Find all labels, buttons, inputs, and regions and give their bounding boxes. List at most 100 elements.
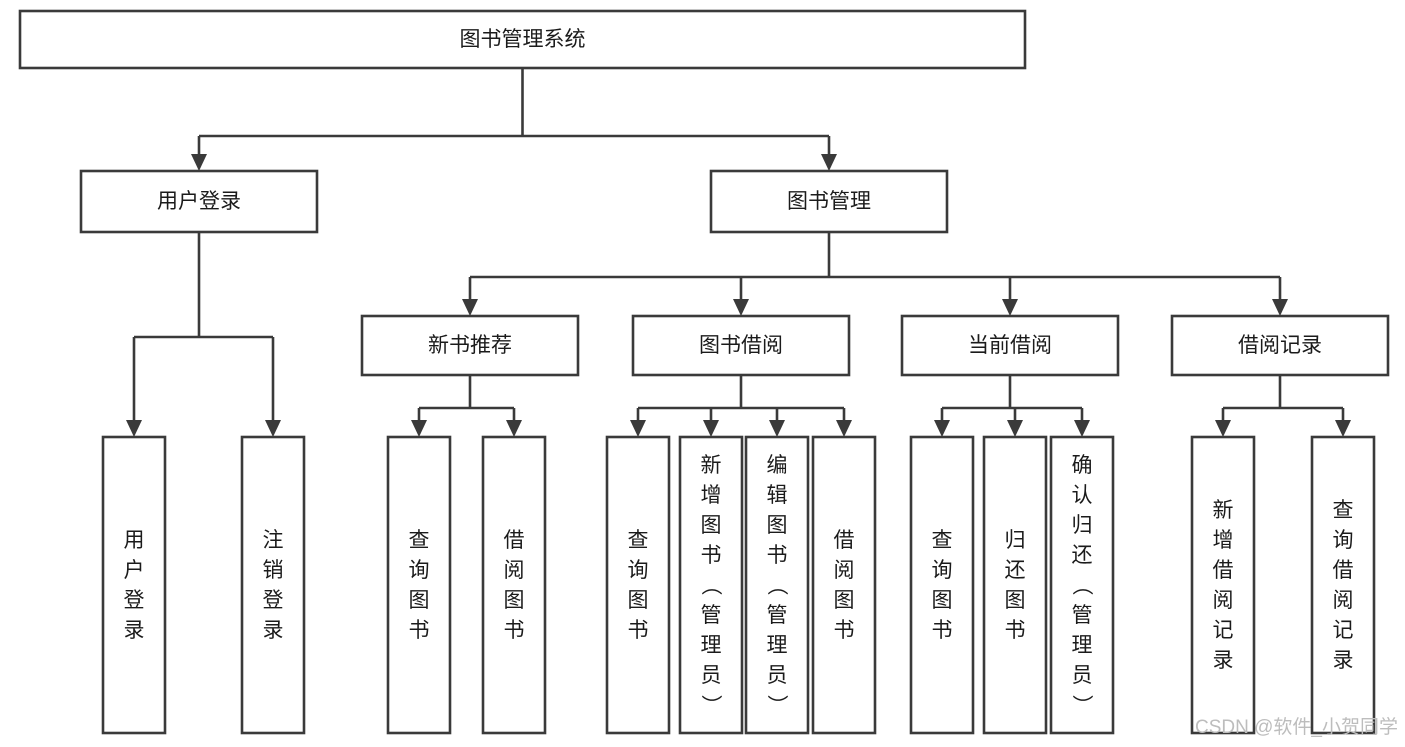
leaf-label-char: 注 <box>263 529 284 552</box>
node-l2-新书推荐[interactable]: 新书推荐 <box>360 314 580 377</box>
node-l1-图书管理[interactable]: 图书管理 <box>709 169 949 234</box>
leaf-box-rect <box>678 435 744 735</box>
leaf-label-char: 理 <box>1072 634 1093 657</box>
arrow-leaf-注销登录-1-head <box>265 420 281 437</box>
leaf-box-rect <box>386 435 452 735</box>
arrow-level2-图书借阅-head <box>733 299 749 316</box>
leaf-box-rect <box>744 435 810 735</box>
leaf-label-char: 还 <box>1072 544 1093 567</box>
arrow-leaf-查询图书-4-head <box>630 420 646 437</box>
node-l2-当前借阅[interactable]: 当前借阅 <box>900 314 1120 377</box>
leaf-label-char: （ <box>1070 575 1093 596</box>
arrow-level2-新书推荐-head <box>462 299 478 316</box>
arrow-leaf-确认归还管理员-10-head <box>1074 420 1090 437</box>
leaf-label-char: 询 <box>1333 529 1354 552</box>
leaf-label-char: 阅 <box>1333 589 1354 612</box>
leaf-label-char: 阅 <box>1213 589 1234 612</box>
leaf-label-char: 书 <box>1005 619 1026 642</box>
node-title-图书管理系统[interactable]: 图书管理系统 <box>18 9 1027 70</box>
leaf-label-char: 归 <box>1072 514 1093 537</box>
arrow-level2-借阅记录-head <box>1272 299 1288 316</box>
leaf-node-用户登录-0[interactable]: 用户登录 <box>101 435 167 735</box>
leaf-label-char: 查 <box>628 529 649 552</box>
leaf-label-char: 查 <box>409 529 430 552</box>
leaf-label-char: ） <box>1070 695 1093 716</box>
node-box-rect <box>900 314 1120 377</box>
node-label: 借阅记录 <box>1238 334 1322 357</box>
leaf-label-char: 新 <box>701 454 722 477</box>
leaf-label-char: 管 <box>1072 604 1093 627</box>
leaf-label-char: 新 <box>1213 499 1234 522</box>
leaf-label-char: （ <box>765 575 788 596</box>
leaf-label-char: 阅 <box>504 559 525 582</box>
leaf-label-char: 辑 <box>767 484 788 507</box>
arrow-leaf-借阅图书-7-head <box>836 420 852 437</box>
leaf-label-char: 借 <box>504 529 525 552</box>
leaf-label-char: 确 <box>1072 454 1093 477</box>
arrow-level2-当前借阅-head <box>1002 299 1018 316</box>
leaf-box-rect <box>811 435 877 735</box>
node-box-rect <box>79 169 319 234</box>
arrow-leaf-借阅图书-3-head <box>506 420 522 437</box>
csdn-watermark: CSDN @软件_小贺同学 <box>1195 716 1398 738</box>
leaf-box-rect <box>1190 435 1256 735</box>
node-l2-图书借阅[interactable]: 图书借阅 <box>631 314 851 377</box>
leaf-label-char: 理 <box>701 634 722 657</box>
leaf-label-char: 录 <box>124 619 145 642</box>
arrow-leaf-用户登录-0-head <box>126 420 142 437</box>
leaf-label-char: 员 <box>767 664 788 687</box>
leaf-box-rect <box>1310 435 1376 735</box>
leaf-label-char: 书 <box>701 544 722 567</box>
node-label: 用户登录 <box>157 190 241 213</box>
node-box-rect <box>18 9 1027 70</box>
leaf-label-char: 借 <box>1213 559 1234 582</box>
leaf-box-rect <box>481 435 547 735</box>
node-label: 新书推荐 <box>428 334 512 357</box>
node-box-rect <box>631 314 851 377</box>
arrow-leaf-归还图书-9-head <box>1007 420 1023 437</box>
arrow-leaf-查询图书-8-head <box>934 420 950 437</box>
leaf-label-char: 询 <box>932 559 953 582</box>
node-l1-用户登录[interactable]: 用户登录 <box>79 169 319 234</box>
leaf-label-char: 书 <box>834 619 855 642</box>
leaf-label-char: 阅 <box>834 559 855 582</box>
leaf-label-char: 图 <box>409 589 430 612</box>
leaf-label-char: 查 <box>932 529 953 552</box>
leaf-label-char: 登 <box>263 589 284 612</box>
leaf-label-char: ） <box>699 695 722 716</box>
leaf-label-char: 图 <box>767 514 788 537</box>
leaf-box-rect <box>909 435 975 735</box>
leaf-label-char: 记 <box>1333 619 1354 642</box>
arrow-leaf-新增借阅记录-11-head <box>1215 420 1231 437</box>
leaf-label-char: 书 <box>932 619 953 642</box>
leaf-label-char: 户 <box>124 559 145 582</box>
leaf-label-char: 书 <box>409 619 430 642</box>
node-label: 图书管理 <box>787 190 871 213</box>
leaf-label-char: 编 <box>767 454 788 477</box>
leaf-label-char: 借 <box>834 529 855 552</box>
leaf-label-char: 借 <box>1333 559 1354 582</box>
leaf-label-char: 增 <box>1213 529 1234 552</box>
leaf-label-char: 理 <box>767 634 788 657</box>
node-l2-借阅记录[interactable]: 借阅记录 <box>1170 314 1390 377</box>
leaf-label-char: 增 <box>701 484 722 507</box>
leaf-label-char: 图 <box>932 589 953 612</box>
leaf-box-rect <box>605 435 671 735</box>
leaf-label-char: 查 <box>1333 499 1354 522</box>
arrow-leaf-新增图书管理员-5-head <box>703 420 719 437</box>
leaf-label-char: ） <box>765 695 788 716</box>
arrow-level1-图书管理-head <box>821 154 837 171</box>
